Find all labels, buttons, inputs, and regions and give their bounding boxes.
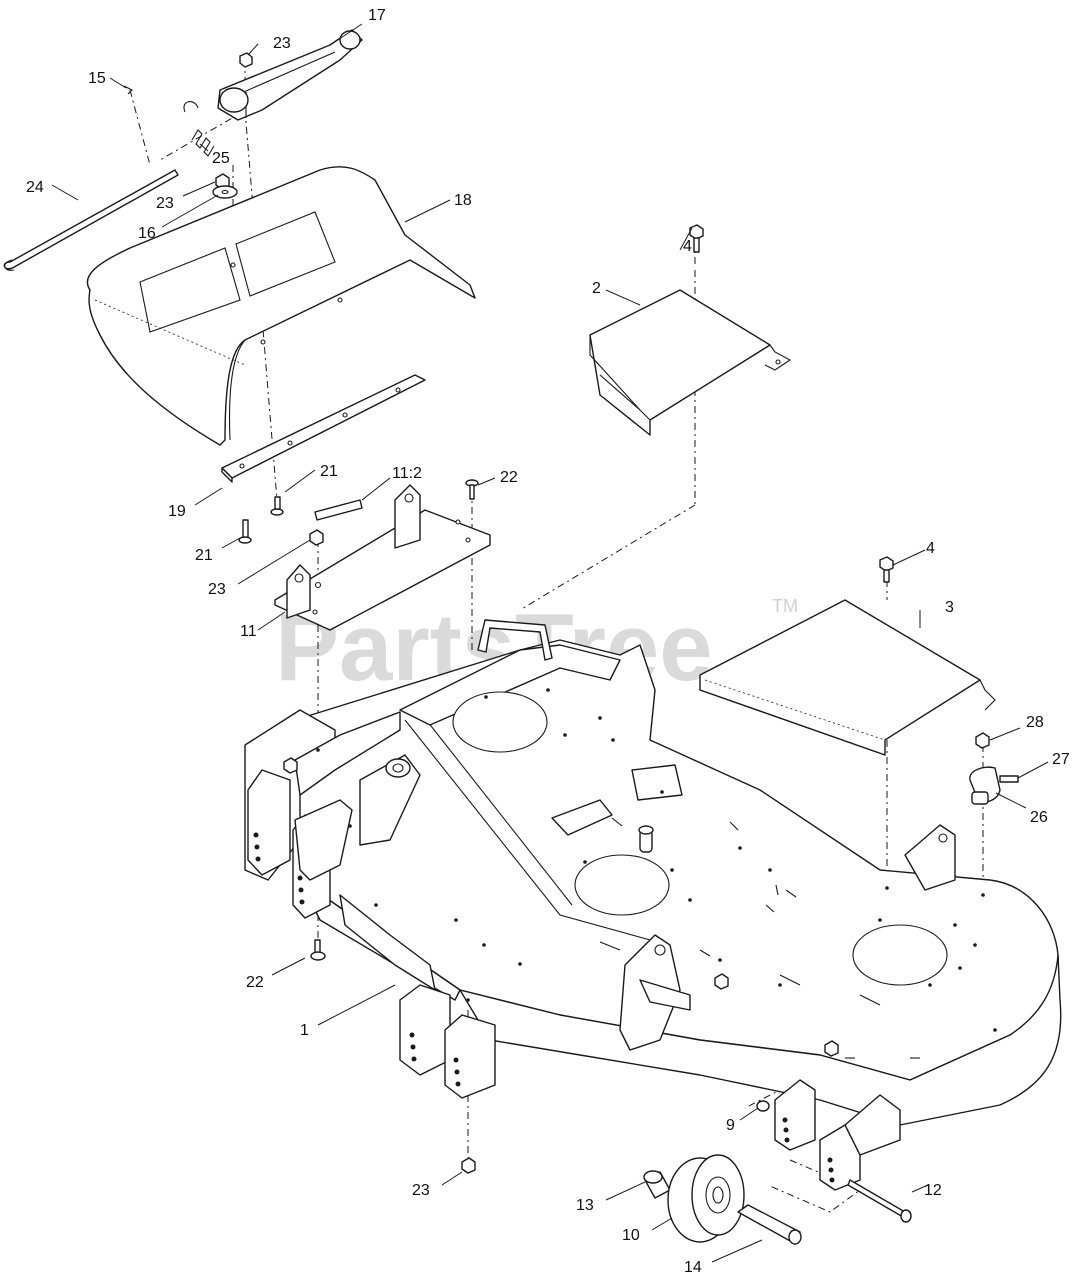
- item-4-bolt-upper: [689, 224, 704, 253]
- callout-11-2: 11:2: [392, 465, 422, 482]
- item-2-belt-cover: [589, 289, 792, 436]
- callout-leaders: [51, 23, 1049, 1263]
- item-21-bolt-a: [238, 519, 252, 544]
- item-14-axle-sleeve: [737, 1204, 802, 1245]
- item-23-nut-middle: [309, 529, 324, 546]
- item-24-rod: [3, 169, 179, 271]
- callout-28: 28: [1026, 714, 1044, 731]
- callout-15: 15: [88, 70, 106, 87]
- item-23-nut-lower: [461, 1157, 476, 1174]
- callout-4-right: 4: [926, 540, 935, 557]
- callout-22-upper: 22: [500, 469, 518, 486]
- item-19-plate: [221, 374, 426, 483]
- item-15-pin: [123, 85, 133, 95]
- item-9-spacer: [756, 1100, 770, 1112]
- callout-9: 9: [726, 1117, 735, 1134]
- item-22-pin-upper: [465, 479, 479, 500]
- item-25-spring: [183, 101, 215, 157]
- item-13-bushing: [643, 1170, 671, 1199]
- callout-26: 26: [1030, 809, 1048, 826]
- callout-23-lower: 23: [412, 1182, 430, 1199]
- item-11-2-decal: [314, 499, 363, 521]
- item-4-bolt-right: [879, 556, 894, 583]
- callout-23-upper: 23: [156, 195, 174, 212]
- item-12-bolt: [847, 1179, 912, 1223]
- callout-24: 24: [26, 179, 44, 196]
- item-28-nut: [975, 732, 990, 749]
- callout-17: 17: [368, 7, 386, 24]
- callout-19: 19: [168, 503, 186, 520]
- item-22-bolt-lower: [310, 939, 326, 961]
- callout-3: 3: [945, 599, 954, 616]
- callout-22-lower: 22: [246, 974, 264, 991]
- callout-16: 16: [138, 225, 156, 242]
- callout-27: 27: [1052, 751, 1070, 768]
- callout-18: 18: [454, 192, 472, 209]
- callout-13: 13: [576, 1197, 594, 1214]
- item-18-seat-pan: [86, 166, 476, 446]
- callout-21-upper: 21: [320, 463, 338, 480]
- item-16-washer: [212, 185, 238, 199]
- item-11-mount-plate: [274, 484, 491, 631]
- item-3-belt-cover: [699, 599, 996, 756]
- callout-12: 12: [924, 1182, 942, 1199]
- item-1-mower-deck: [244, 619, 1062, 1191]
- callout-23-top: 23: [273, 35, 291, 52]
- callout-21-lower: 21: [195, 547, 213, 564]
- item-23-nut-top: [239, 52, 253, 68]
- watermark-trademark: TM: [772, 596, 798, 616]
- item-27-grease-zerk: [999, 775, 1019, 783]
- item-21-bolt-b: [270, 496, 284, 516]
- callout-10: 10: [622, 1227, 640, 1244]
- callout-4-upper: 4: [683, 238, 692, 255]
- callout-14: 14: [684, 1259, 702, 1276]
- item-10-caster-wheel: [667, 1154, 745, 1243]
- callout-25: 25: [212, 150, 230, 167]
- callout-1: 1: [300, 1022, 309, 1039]
- callout-23-middle: 23: [208, 581, 226, 598]
- callout-2: 2: [592, 280, 601, 297]
- item-26-elbow-fitting: [969, 766, 1001, 805]
- callout-11: 11: [240, 623, 257, 640]
- callout-numbers: 17 23 15 25 24 23 16 18 2 4 19 21 11:2 2…: [26, 7, 1070, 1276]
